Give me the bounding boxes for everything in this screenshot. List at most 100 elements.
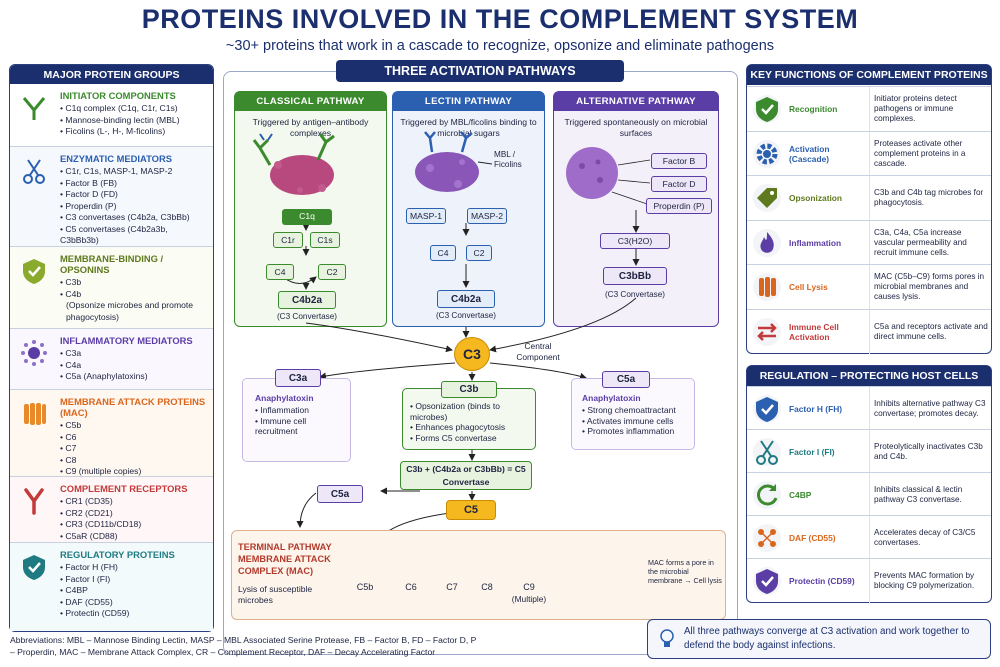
function-desc: C5a and receptors activate and direct im… [869,309,989,354]
c5a-small-node: C5a [317,485,363,503]
function-row: Activation (Cascade)Proteases activate o… [747,130,991,176]
group-items: C1q complex (C1q, C1r, C1s)Mannose-bindi… [60,103,207,138]
group-item: C8 [60,455,207,467]
terminal-pathway-box [231,530,726,620]
function-name: Activation (Cascade) [789,143,830,164]
function-name: Recognition [789,104,838,114]
group-title: COMPLEMENT RECEPTORS [60,483,188,494]
group-item: C4b [60,289,207,301]
c3b-item: Enhances phagocytosis [410,422,535,433]
c3a-item: Immune cell recruitment [255,416,350,437]
lysis-icon [753,273,781,301]
regulation-panel: REGULATION – PROTECTING HOST CELLS [746,365,992,603]
group-title: REGULATORY PROTEINS [60,549,175,560]
c3a-sub: Anaphylatoxin [255,393,314,403]
group-item: DAF (CD55) [60,597,207,609]
function-row: Protectin (CD59) Prevents MAC formation b… [747,558,991,603]
pore-icon [20,400,48,428]
lectin-trigger: Triggered by MBL/ficolins binding to mic… [400,117,537,138]
group-items: CR1 (CD35)CR2 (CD21)CR3 (CD11b/CD18)C5aR… [60,496,207,542]
lectin-c2-node: C2 [466,245,492,261]
group-item: C3 convertases (C4b2a, C3bBb) [60,212,207,224]
lectin-c4-node: C4 [430,245,456,261]
summary-note: All three pathways converge at C3 activa… [684,626,970,651]
shield-check-icon [20,257,48,285]
function-desc: C3a, C4a, C5a increase vascular permeabi… [869,220,989,265]
mac-c9-note: (Multiple) [511,594,547,604]
factor-d-node: Factor D [651,176,707,192]
function-desc: Proteolytically inactivates C3b and C4b. [869,430,989,474]
function-row: Recognition Initiator proteins detect pat… [747,86,991,131]
lectin-microbe-illustration [415,131,493,192]
c3a-list: Inflammation Immune cell recruitment [255,405,350,437]
mac-part-c7: C7 [446,582,458,592]
classical-pathway-title: CLASSICAL PATHWAY [235,92,386,111]
c5a-item: Promotes inflammation [582,426,694,437]
classical-product-node: C4b2a [278,291,336,309]
mac-part-c8: C8 [481,582,493,592]
function-row: DAF (CD55)Accelerates decay of C3/C5 con… [747,515,991,560]
page-subtitle: ~30+ proteins that work in a cascade to … [225,38,775,54]
c3a-label: C3a [275,369,321,387]
alternative-product-label: (C3 Convertase) [604,290,666,299]
particles-icon [20,339,48,367]
group-item: CR2 (CD21) [60,508,207,520]
group-items: Factor H (FH)Factor I (FI)C4BPDAF (CD55)… [60,562,207,620]
scissors-icon [20,157,48,185]
c5a-item: Activates immune cells [582,416,694,427]
mbl-label: MBL / Ficolins [494,150,522,169]
summary-note-box: All three pathways converge at C3 activa… [647,619,991,659]
protein-group: COMPLEMENT RECEPTORS CR1 (CD35)CR2 (CD21)… [10,476,213,542]
group-item: Properdin (P) [60,201,207,213]
shield-check-icon [753,567,781,595]
mac-pore-note: MAC forms a pore in the microbial membra… [648,558,722,585]
function-name: DAF (CD55) [789,533,836,543]
group-item: C1r, C1s, MASP-1, MASP-2 [60,166,207,178]
left-panel-header: MAJOR PROTEIN GROUPS [10,65,213,85]
page-title: PROTEINS INVOLVED IN THE COMPLEMENT SYST… [141,4,859,34]
group-item: C3a [60,348,207,360]
c3a-box: C3a Anaphylatoxin Inflammation Immune ce… [242,369,351,462]
c3-circle: C3 [454,337,490,371]
group-item: Factor D (FD) [60,189,207,201]
group-note: (Opsonize microbes and promote phagocyto… [66,300,194,322]
function-name: Protectin (CD59) [789,576,855,586]
initiator-icon [20,94,48,122]
function-row: Inflammation C3a, C4a, C5a increase vascu… [747,219,991,265]
function-name: Factor H (FH) [789,404,843,414]
function-desc: Initiator proteins detect pathogens or i… [869,87,989,131]
group-item: C4a [60,360,207,372]
lightbulb-icon [658,628,676,650]
group-item: CR3 (CD11b/CD18) [60,519,207,531]
functions-panel: KEY FUNCTIONS OF COMPLEMENT PROTEINS [746,64,992,354]
function-desc: Inhibits alternative pathway C3 converta… [869,387,989,431]
gear-icon [753,139,781,168]
classical-product-label: (C3 Convertase) [276,312,338,321]
c1q-node: C1q [282,209,332,225]
function-desc: Prevents MAC formation by blocking C9 po… [869,559,989,603]
c5-convertase-box: C3b + (C4b2a or C3bBb) = C5 Convertase [400,461,532,490]
scissors-icon [753,438,781,466]
function-name: Inflammation [789,237,842,248]
flame-icon [753,228,781,257]
c3a-item: Inflammation [255,405,350,416]
c1r-node: C1r [273,232,303,248]
classical-c2-node: C2 [318,264,346,280]
c5-node: C5 [446,500,496,520]
group-item: C5a (Anaphylatoxins) [60,371,207,383]
alternative-trigger: Triggered spontaneously on microbial sur… [564,117,708,138]
group-item: Protectin (CD59) [60,608,207,620]
functions-header: KEY FUNCTIONS OF COMPLEMENT PROTEINS [747,65,991,85]
mac-part-c9: C9 [523,582,535,592]
arrows-icon [753,317,781,346]
refresh-icon [753,481,781,509]
abbreviations: Abbreviations: MBL – Mannose Binding Lec… [10,635,477,657]
protein-group: INFLAMMATORY MEDIATORSC3aC4aC5a (Anaphyl… [10,328,213,389]
function-row: Factor I (FI)Proteolytically inactivates… [747,429,991,474]
receptor-icon [20,487,48,515]
group-item: Mannose-binding lectin (MBL) [60,115,207,127]
group-title: MEMBRANE ATTACK PROTEINS (MAC) [60,396,206,418]
tag-icon [753,184,781,212]
